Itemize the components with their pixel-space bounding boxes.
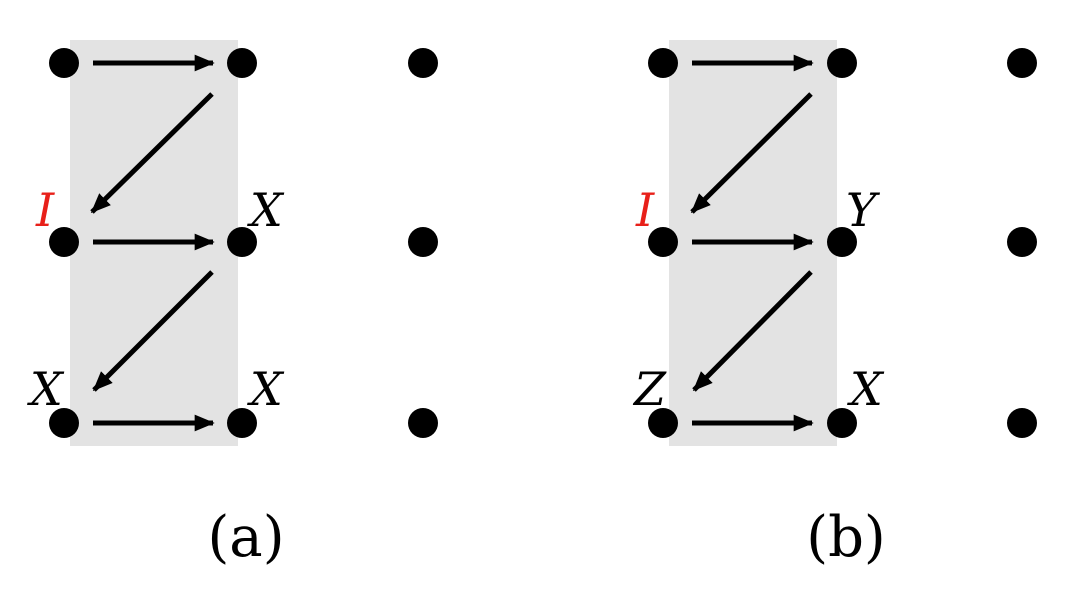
panel-b-label-mid-right: Y xyxy=(846,183,881,237)
panel-a-dot-r2-c3 xyxy=(408,227,438,257)
panel-b-dot-r1-c2 xyxy=(827,48,857,78)
panel-b-dot-r2-c2 xyxy=(827,227,857,257)
panel-b-arrow-diagonal-1 xyxy=(690,92,813,214)
panel-a-dot-r1-c3 xyxy=(408,48,438,78)
panel-a-dot-r2-c2 xyxy=(227,227,257,257)
panel-b-label-mid-left: I xyxy=(635,183,655,237)
panel-a-dot-r3-c2 xyxy=(227,408,257,438)
panel-b-dot-r1-c3 xyxy=(1007,48,1037,78)
panel-b-arrow-diagonal-2 xyxy=(692,270,813,392)
panel-b-dot-r3-c3 xyxy=(1007,408,1037,438)
panel-b-dot-r2-c3 xyxy=(1007,227,1037,257)
panel-b-caption: (b) xyxy=(806,505,886,570)
panel-b: I Y Z X (b) xyxy=(632,40,1037,570)
panel-b-label-bottom-right: X xyxy=(847,362,885,416)
panel-a-label-mid-right: X xyxy=(247,183,285,237)
panel-b-dot-r2-c1 xyxy=(648,227,678,257)
panel-a-caption: (a) xyxy=(207,505,284,570)
panel-a-dot-r2-c1 xyxy=(49,227,79,257)
panel-a-arrow-diagonal-1 xyxy=(90,92,214,214)
panel-a-dot-r3-c3 xyxy=(408,408,438,438)
panel-a-dot-r1-c1 xyxy=(49,48,79,78)
panel-b-dot-r3-c2 xyxy=(827,408,857,438)
panel-a-dot-r1-c2 xyxy=(227,48,257,78)
panel-a-label-bottom-right: X xyxy=(247,362,285,416)
panel-b-dot-r3-c1 xyxy=(648,408,678,438)
panel-a-label-bottom-left: X xyxy=(27,362,65,416)
panel-a-arrow-diagonal-2 xyxy=(92,270,214,392)
panel-a-dot-r3-c1 xyxy=(49,408,79,438)
panel-a-label-mid-left: I xyxy=(35,183,55,237)
panel-b-dot-r1-c1 xyxy=(648,48,678,78)
panel-a: I X X X (a) xyxy=(27,40,438,570)
panel-b-label-bottom-left: Z xyxy=(632,362,667,416)
